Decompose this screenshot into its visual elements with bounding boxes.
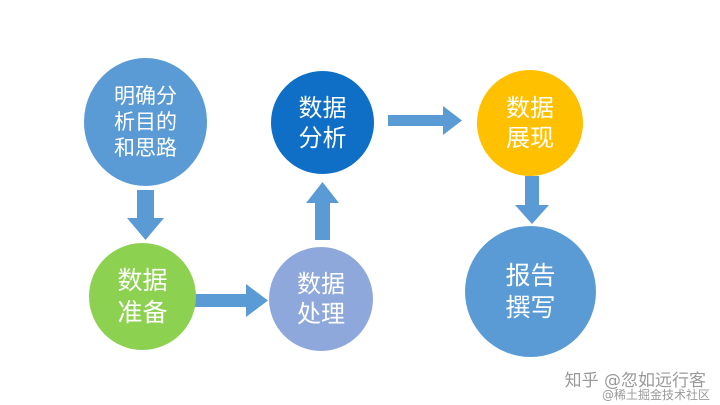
node-data-prepare: 数据 准备	[89, 243, 196, 350]
node-report-write-label: 报告 撰写	[505, 261, 556, 322]
node-define-goal: 明确分 析目的 和思路	[84, 58, 207, 186]
arrow-prepare-to-process	[192, 284, 268, 317]
arrow-present-to-report	[515, 176, 549, 224]
watermark-zhihu: 知乎 @忽如远行客	[564, 371, 706, 391]
node-report-write: 报告 撰写	[465, 226, 596, 357]
node-define-goal-label: 明确分 析目的 和思路	[114, 83, 177, 161]
node-data-analyze-label: 数据 分析	[298, 93, 347, 152]
node-data-present-label: 数据 展现	[506, 94, 554, 152]
node-data-present: 数据 展现	[477, 70, 583, 176]
watermark-juejin: @稀土掘金技术社区	[601, 388, 710, 402]
arrow-goal-to-prepare	[127, 190, 164, 240]
arrow-process-to-analyze	[306, 182, 339, 240]
node-data-prepare-label: 数据 准备	[117, 266, 168, 327]
arrow-analyze-to-present	[388, 106, 462, 135]
node-data-process: 数据 处理	[269, 247, 373, 351]
node-data-analyze: 数据 分析	[271, 71, 374, 174]
node-data-process-label: 数据 处理	[297, 270, 345, 328]
